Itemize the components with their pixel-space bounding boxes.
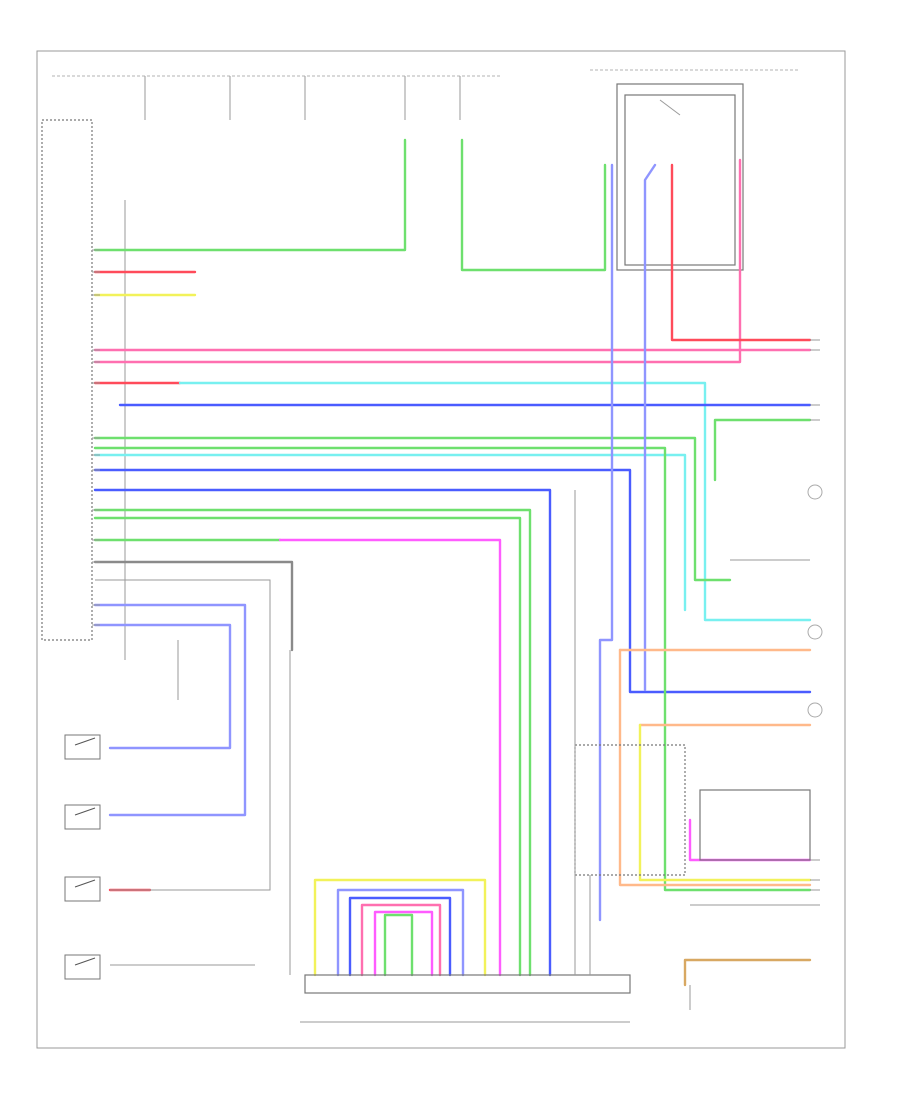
wire-tan bbox=[683, 958, 812, 987]
door-switches bbox=[64, 734, 101, 980]
wire-orange-3 bbox=[618, 648, 812, 887]
relay-box bbox=[616, 83, 744, 271]
relay-switch bbox=[659, 99, 681, 116]
module-pin-marks bbox=[92, 249, 100, 626]
wire-green-3 bbox=[93, 436, 732, 582]
wire-lightblue-2 bbox=[598, 163, 614, 922]
bottom-connector bbox=[304, 974, 631, 994]
diagram-frame bbox=[36, 50, 846, 1049]
wire-red-right bbox=[670, 163, 812, 342]
wire-green-2 bbox=[460, 138, 607, 272]
wire-cyan-1 bbox=[178, 381, 812, 622]
relay-inner bbox=[624, 94, 736, 266]
wire-blue-switch-1 bbox=[93, 603, 247, 817]
bottom-harness-wires bbox=[313, 878, 487, 977]
fuse-stubs bbox=[144, 76, 461, 120]
wire-blue-drop bbox=[93, 488, 552, 977]
wire-green-drop bbox=[93, 508, 532, 977]
thin-wire-1 bbox=[95, 579, 271, 891]
wire-pink-2 bbox=[93, 158, 742, 364]
wire-violet-right bbox=[688, 818, 812, 862]
wire-lightblue-1 bbox=[643, 163, 657, 692]
right-connector-block bbox=[574, 744, 686, 876]
right-ecu-box bbox=[699, 789, 811, 861]
wire-cyan-2 bbox=[93, 453, 687, 612]
wire-green-drop-2 bbox=[93, 516, 522, 977]
wire-green-5 bbox=[93, 446, 812, 892]
wire-gray-1 bbox=[93, 560, 294, 652]
sensor-icons bbox=[807, 484, 823, 718]
wire-yellow-right bbox=[638, 723, 812, 882]
wire-green-1 bbox=[93, 138, 407, 252]
right-terminal-ticks bbox=[810, 339, 820, 906]
wire-blue-switch-2 bbox=[93, 623, 232, 750]
control-module-left bbox=[41, 119, 93, 641]
wire-green-4 bbox=[713, 418, 812, 482]
wire-blue-2 bbox=[93, 468, 812, 694]
wire-pink-drop bbox=[278, 538, 502, 977]
